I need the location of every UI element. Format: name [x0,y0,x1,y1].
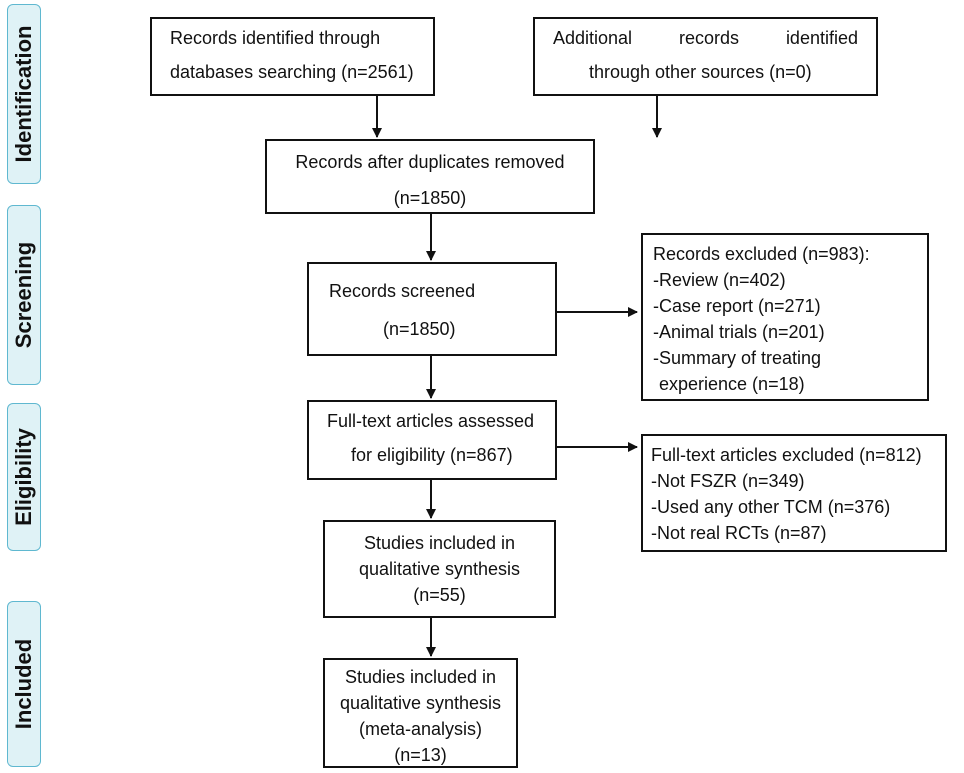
after-duplicates-line-2: (n=1850) [393,188,467,208]
records-excluded-box: Records excluded (n=983): -Review (n=402… [641,233,929,401]
meta-analysis-line-4: (n=13) [394,745,447,765]
after-duplicates-box: Records after duplicates removed (n=1850… [265,139,595,214]
additional-records-word-2: records [678,28,740,48]
qualitative-synthesis-line-1: Studies included in [363,533,516,553]
qualitative-synthesis-line-3: (n=55) [413,585,466,605]
full-text-assessed-box: Full-text articles assessed for eligibil… [307,400,557,480]
records-screened-box: Records screened (n=1850) [307,262,557,356]
records-excluded-header: Records excluded (n=983): [653,244,870,264]
additional-records-box: Additional records identified through ot… [533,17,878,96]
full-text-excluded-not-rcts: -Not real RCTs (n=87) [651,523,827,543]
records-screened-line-2: (n=1850) [383,319,456,339]
full-text-assessed-line-2: for eligibility (n=867) [351,445,513,465]
qualitative-synthesis-line-2: qualitative synthesis [358,559,521,579]
full-text-excluded-box: Full-text articles excluded (n=812) -Not… [641,434,947,552]
records-excluded-case-report: -Case report (n=271) [653,296,821,316]
records-identified-box: Records identified through databases sea… [150,17,435,96]
meta-analysis-line-1: Studies included in [344,667,497,687]
additional-records-word-1: Additional [553,28,633,48]
after-duplicates-line-1: Records after duplicates removed [295,152,565,172]
records-excluded-summary: -Summary of treating [653,348,822,368]
stage-screening: Screening [7,205,41,385]
records-identified-line-1: Records identified through [170,28,381,48]
additional-records-line-2: through other sources (n=0) [589,62,812,82]
records-excluded-review: -Review (n=402) [653,270,786,290]
qualitative-synthesis-box: Studies included in qualitative synthesi… [323,520,556,618]
meta-analysis-line-3: (meta-analysis) [358,719,483,739]
meta-analysis-line-2: qualitative synthesis [339,693,502,713]
additional-records-word-3: identified [785,28,858,48]
records-identified-line-2: databases searching (n=2561) [170,62,414,82]
stage-identification: Identification [7,4,41,184]
records-excluded-experience: experience (n=18) [659,374,805,394]
records-screened-line-1: Records screened [329,281,476,301]
full-text-excluded-not-fszr: -Not FSZR (n=349) [651,471,805,491]
records-excluded-animal-trials: -Animal trials (n=201) [653,322,825,342]
full-text-excluded-header: Full-text articles excluded (n=812) [651,445,922,465]
stage-included: Included [7,601,41,767]
full-text-excluded-other-tcm: -Used any other TCM (n=376) [651,497,891,517]
meta-analysis-box: Studies included in qualitative synthesi… [323,658,518,768]
additional-records-line-1: Additional records identified [553,25,858,51]
stage-eligibility: Eligibility [7,403,41,551]
full-text-assessed-line-1: Full-text articles assessed [327,411,535,431]
